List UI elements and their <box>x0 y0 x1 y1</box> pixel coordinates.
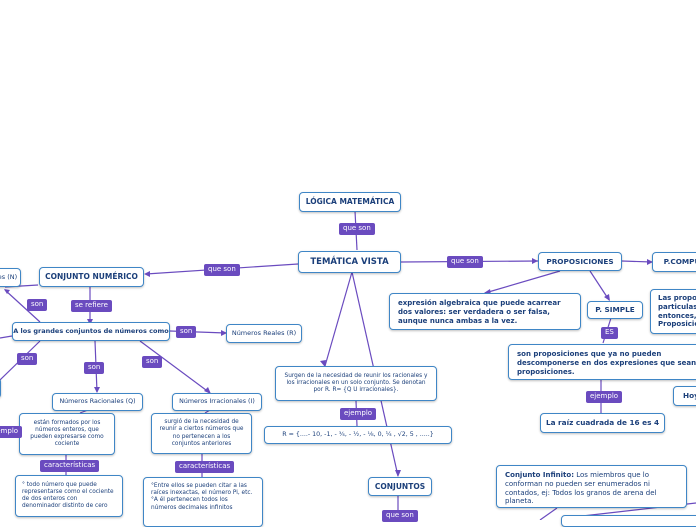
node-grandes-conjuntos[interactable]: A los grandes conjuntos de números como <box>12 322 170 341</box>
arrow-psimple <box>604 294 610 301</box>
label-es: ES <box>601 327 618 339</box>
infinito-body: Los miembros que lo conforman no pueden … <box>505 471 657 506</box>
node-numeros-racionales[interactable]: Números Racionales (Q) <box>52 393 143 411</box>
node-todo-numero[interactable]: ° todo número que puede representarse co… <box>15 475 123 517</box>
node-conjuntos[interactable]: CONJUNTOS <box>368 477 432 496</box>
node-irracionales-text: Números Irracionales (I) <box>179 398 255 406</box>
node-left-partial-1[interactable] <box>0 378 1 398</box>
label-ejemplo-left: ejemplo <box>0 426 23 438</box>
node-tematica-text: TEMÁTICA VISTA <box>310 256 389 267</box>
node-conjuntos-text: CONJUNTOS <box>374 481 426 491</box>
edge-tematica-surgen <box>324 271 353 367</box>
label-que-son-conjuntos: que son <box>382 510 418 522</box>
node-numeros-reales[interactable]: Números Reales (R) <box>226 324 302 343</box>
node-surgio[interactable]: surgió de la necesidad de reunir a ciert… <box>151 413 252 454</box>
label-son-reales: son <box>176 326 197 338</box>
label-ejemplo-psimple: ejemplo <box>586 391 623 403</box>
arrow-racionales <box>94 387 100 393</box>
node-conjunto-numerico[interactable]: CONJUNTO NUMÉRICO <box>39 267 144 287</box>
node-formados[interactable]: están formados por los números enteros, … <box>19 413 115 455</box>
edge-grandes-naturales <box>4 289 41 323</box>
node-raiz[interactable]: La raíz cuadrada de 16 es 4 <box>540 413 665 433</box>
node-las-propo[interactable]: Las propo particulas entonces, Proposici… <box>650 289 696 334</box>
node-grandes-text: A los grandes conjuntos de números como <box>13 327 169 336</box>
node-todo-text: ° todo número que puede representarse co… <box>22 481 114 510</box>
node-racionales-text: Números Racionales (Q) <box>59 398 136 406</box>
node-expresion-text: expresión algebraica que puede acarrear … <box>398 299 561 325</box>
node-entre-text: °Entre ellos se pueden citar a las raíce… <box>151 483 253 511</box>
node-infinito-text: Conjunto Infinito: Los miembros que lo c… <box>505 471 678 506</box>
label-son-irracionales: son <box>142 356 163 368</box>
node-p-compuesta[interactable]: P.COMPU <box>652 252 696 272</box>
node-raiz-text: La raíz cuadrada de 16 es 4 <box>545 418 660 428</box>
label-que-son-conjnum: que son <box>204 264 240 276</box>
arrow-prop <box>532 258 538 264</box>
arrow-irracionales <box>204 387 211 394</box>
node-laspropo-text: Las propo particulas entonces, Proposici… <box>658 294 696 329</box>
node-naturales-partial[interactable]: es (N) <box>0 268 21 287</box>
node-conjunto-infinito[interactable]: Conjunto Infinito: Los miembros que lo c… <box>496 465 687 508</box>
edge-grandes-leftmid <box>0 335 13 339</box>
edge-prop-expresion <box>484 270 561 294</box>
edge-infinito <box>539 507 558 520</box>
node-reales-text: Números Reales (R) <box>231 329 297 338</box>
node-pcomp-text: P.COMPU <box>663 257 696 267</box>
label-que-son-logica: que son <box>339 223 375 235</box>
edge-prop-psimple <box>589 270 610 301</box>
node-r-example[interactable]: R = {....- 10, -1, - ¾, - ½, - ⅛, 0, ¼ ,… <box>264 426 452 444</box>
arrow-reales <box>221 330 227 336</box>
node-logica-matematica[interactable]: LÓGICA MATEMÁTICA <box>299 192 401 212</box>
label-son-naturales: son <box>27 299 48 311</box>
label-ejemplo-reales: ejemplo <box>340 408 377 420</box>
arrow-conjuntos <box>395 470 401 477</box>
node-p-simple[interactable]: P. SIMPLE <box>587 301 643 319</box>
label-son-racionales: son <box>84 362 105 374</box>
node-formados-text: están formados por los números enteros, … <box>30 419 104 448</box>
edge-grandes-irracionales <box>139 340 211 394</box>
label-caracteristicas-irracionales: características <box>175 461 235 473</box>
node-hoy[interactable]: Hoy <box>673 386 696 406</box>
node-surgen[interactable]: Surgen de la necesidad de reunir los rac… <box>275 366 437 401</box>
node-bottom-right-partial[interactable] <box>561 515 696 527</box>
node-surgio-text: surgió de la necesidad de reunir a ciert… <box>159 419 244 447</box>
node-numeros-irracionales[interactable]: Números Irracionales (I) <box>172 393 262 411</box>
infinito-title: Conjunto Infinito: <box>505 471 575 479</box>
node-surgen-text: Surgen de la necesidad de reunir los rac… <box>284 372 428 394</box>
node-tematica-vista[interactable]: TEMÁTICA VISTA <box>298 251 401 273</box>
node-logica-text: LÓGICA MATEMÁTICA <box>305 197 395 207</box>
arrow-naturales <box>4 289 10 294</box>
node-rexample-text: R = {....- 10, -1, - ¾, - ½, - ⅛, 0, ¼ ,… <box>282 431 434 439</box>
label-se-refiere: se refiere <box>71 300 112 312</box>
label-caracteristicas-racionales: características <box>40 460 100 472</box>
arrow-surgen <box>320 360 326 367</box>
node-expresion[interactable]: expresión algebraica que puede acarrear … <box>389 293 581 330</box>
node-hoy-text: Hoy <box>683 391 696 401</box>
arrow-pcomp <box>647 259 653 265</box>
arrow-conjnum <box>144 271 150 277</box>
node-prop-text: PROPOSICIONES <box>546 256 614 266</box>
node-conjnum-text: CONJUNTO NUMÉRICO <box>45 272 138 282</box>
node-naturales-text: es (N) <box>0 273 18 282</box>
node-sonprop-text: son proposiciones que ya no pueden desco… <box>517 350 696 376</box>
label-son-left: son <box>17 353 38 365</box>
node-proposiciones[interactable]: PROPOSICIONES <box>538 252 622 271</box>
node-psimple-text: P. SIMPLE <box>595 305 635 315</box>
node-son-proposiciones[interactable]: son proposiciones que ya no pueden desco… <box>508 344 696 380</box>
node-entre-ellos[interactable]: °Entre ellos se pueden citar a las raíce… <box>143 477 263 527</box>
label-que-son-prop: que son <box>447 256 483 268</box>
